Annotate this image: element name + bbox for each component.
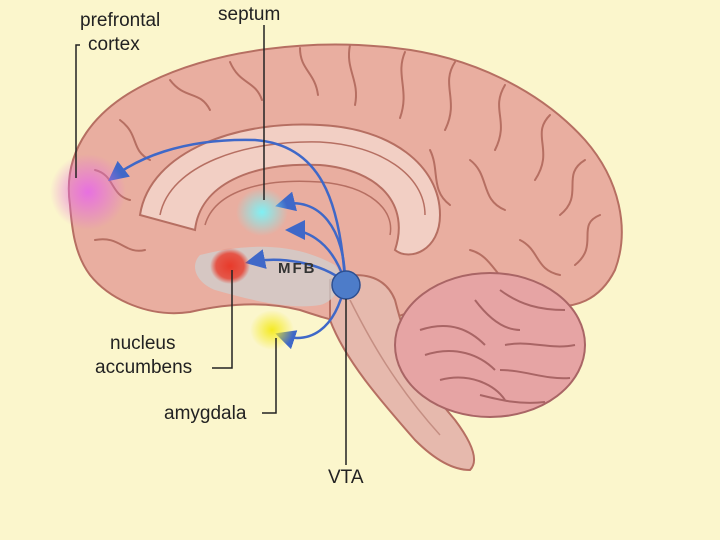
cerebellum	[394, 272, 586, 418]
vta-dot	[331, 270, 361, 300]
label-amygdala: amygdala	[164, 403, 247, 424]
label-nucleus-line2: accumbens	[95, 357, 193, 378]
amygdala-highlight	[250, 310, 294, 350]
nucleus-accumbens-highlight	[210, 248, 250, 284]
prefrontal-cortex-highlight	[50, 154, 126, 230]
label-mfb: MFB	[278, 260, 317, 277]
label-prefrontal-line1: prefrontal	[80, 10, 161, 31]
label-septum: septum	[218, 4, 281, 25]
septum-highlight	[236, 188, 288, 236]
label-prefrontal-line2: cortex	[88, 34, 140, 55]
label-nucleus-line1: nucleus	[110, 333, 176, 354]
corpus-callosum	[138, 123, 442, 256]
label-vta: VTA	[328, 467, 364, 488]
leader-lines	[75, 25, 347, 465]
dopamine-pathways	[108, 138, 347, 350]
